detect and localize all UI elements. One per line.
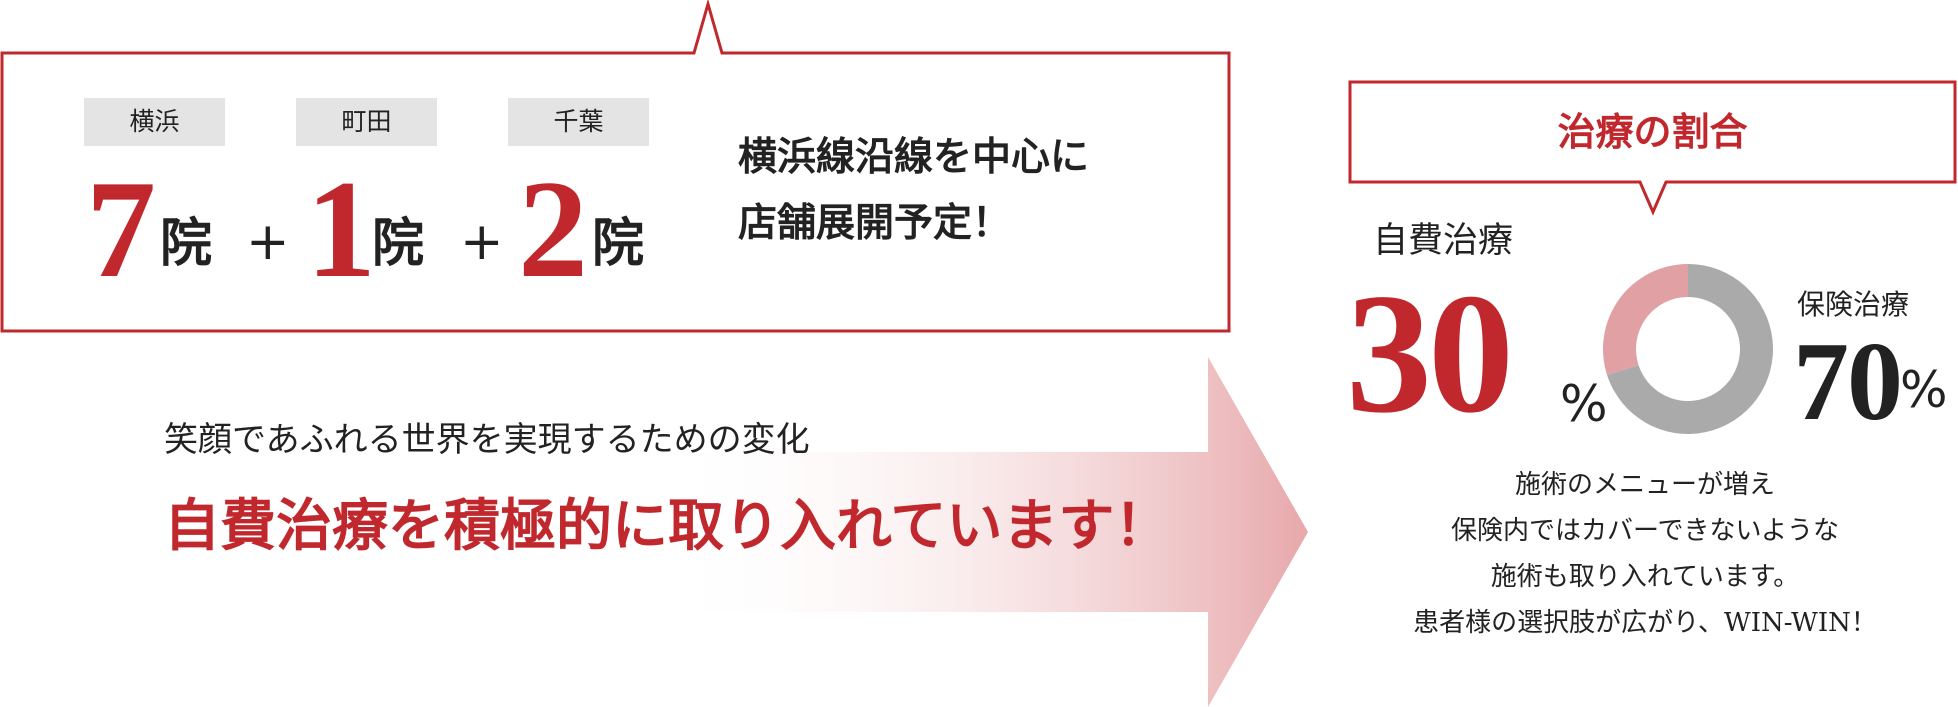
donut-slice-self-pay: [1602, 264, 1689, 376]
location-tag-chiba: 千葉: [508, 98, 649, 146]
clinic-unit-yokohama: 院: [160, 213, 213, 274]
clinic-count-machida: 1: [306, 152, 376, 307]
description-line-4: 患者様の選択肢が広がり、WIN-WIN！: [1413, 608, 1877, 638]
ratio-title: 治療の割合: [1557, 109, 1748, 154]
description-line-1: 施術のメニューが増え: [1514, 470, 1775, 500]
clinic-unit-chiba: 院: [592, 213, 645, 274]
description-line-3: 施術も取り入れています。: [1490, 562, 1800, 592]
self-pay-percent-sign: %: [1560, 375, 1608, 433]
insurance-percent: 70: [1793, 320, 1903, 444]
expansion-line-2: 店舗展開予定！: [738, 200, 1012, 246]
arrow-shape: [350, 357, 1308, 707]
location-tag-yokohama: 横浜: [84, 98, 225, 146]
location-tag-machida: 町田: [296, 98, 437, 146]
plus-sign-2: +: [460, 212, 504, 272]
insurance-label: 保険治療: [1797, 288, 1910, 321]
donut-slice-insurance: [1607, 264, 1773, 434]
plus-sign-1: +: [246, 212, 290, 272]
clinic-count-chiba: 2: [518, 152, 588, 307]
clinic-unit-machida: 院: [372, 213, 425, 274]
description-line-2: 保険内ではカバーできないような: [1451, 516, 1839, 546]
insurance-percent-sign: %: [1900, 361, 1948, 419]
change-subtitle: 笑顔であふれる世界を実現するための変化: [164, 420, 810, 460]
self-pay-label: 自費治療: [1373, 221, 1514, 261]
clinic-count-yokohama: 7: [86, 152, 156, 307]
expansion-line-1: 横浜線沿線を中心に: [738, 134, 1090, 180]
self-pay-percent: 30: [1346, 259, 1514, 449]
change-headline: 自費治療を積極的に取り入れています！: [164, 493, 1171, 559]
